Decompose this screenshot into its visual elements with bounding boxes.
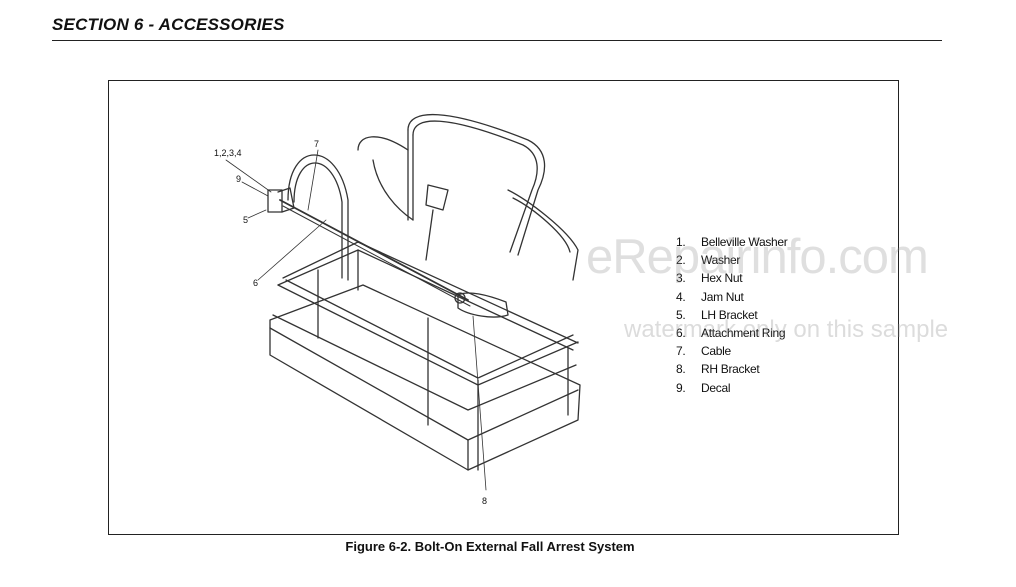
legend-item: 5. LH Bracket — [676, 306, 788, 324]
legend-item: 7. Cable — [676, 342, 788, 360]
parts-legend: 1. Belleville Washer 2. Washer 3. Hex Nut 4… — [676, 233, 788, 397]
watermark-brand: eRepairinfo.com — [586, 230, 929, 284]
legend-item: 9. Decal — [676, 379, 788, 397]
figure-caption: Figure 6-2. Bolt-On External Fall Arrest… — [0, 539, 1016, 554]
legend-label: Decal — [701, 380, 731, 395]
legend-label: LH Bracket — [701, 307, 758, 322]
legend-item: 3. Hex Nut — [676, 269, 788, 287]
section-divider — [52, 40, 942, 41]
legend-number: 5. — [676, 307, 686, 322]
legend-number: 3. — [676, 271, 686, 286]
legend-label: RH Bracket — [701, 362, 760, 377]
legend-number: 6. — [676, 326, 686, 341]
callout-6: 6 — [253, 278, 259, 288]
callout-5: 5 — [243, 215, 249, 225]
callout-7: 7 — [314, 139, 320, 149]
section-title: SECTION 6 - ACCESSORIES — [52, 15, 285, 34]
platform-basket-drawing — [225, 113, 581, 491]
legend-number: 1. — [676, 235, 686, 249]
legend-number: 7. — [676, 344, 686, 359]
legend-item: 6. Attachment Ring — [676, 324, 788, 342]
legend-item: 2. Washer — [676, 251, 788, 269]
legend-number: 8. — [676, 362, 686, 377]
legend-item: 8. RH Bracket — [676, 360, 788, 378]
legend-number: 2. — [676, 253, 686, 268]
legend-label: Cable — [701, 344, 731, 359]
legend-item: 4. Jam Nut — [676, 288, 788, 306]
legend-number: 9. — [676, 380, 686, 395]
callout-8: 8 — [482, 496, 488, 506]
figure-caption-text: Figure 6-2. Bolt-On External Fall Arrest… — [345, 539, 635, 554]
figure-frame — [108, 80, 899, 535]
callout-9: 9 — [236, 174, 242, 184]
callout-1-2-3-4: 1,2,3,4 — [214, 148, 242, 158]
legend-item: 1. Belleville Washer — [676, 233, 788, 251]
watermark-notice: watermark only on this sample — [624, 316, 949, 343]
legend-label: Jam Nut — [701, 289, 744, 304]
legend-label: Belleville Washer — [701, 235, 788, 249]
legend-label: Washer — [701, 253, 741, 268]
legend-label: Hex Nut — [701, 271, 743, 286]
legend-label: Attachment Ring — [701, 326, 786, 341]
legend-number: 4. — [676, 289, 686, 304]
